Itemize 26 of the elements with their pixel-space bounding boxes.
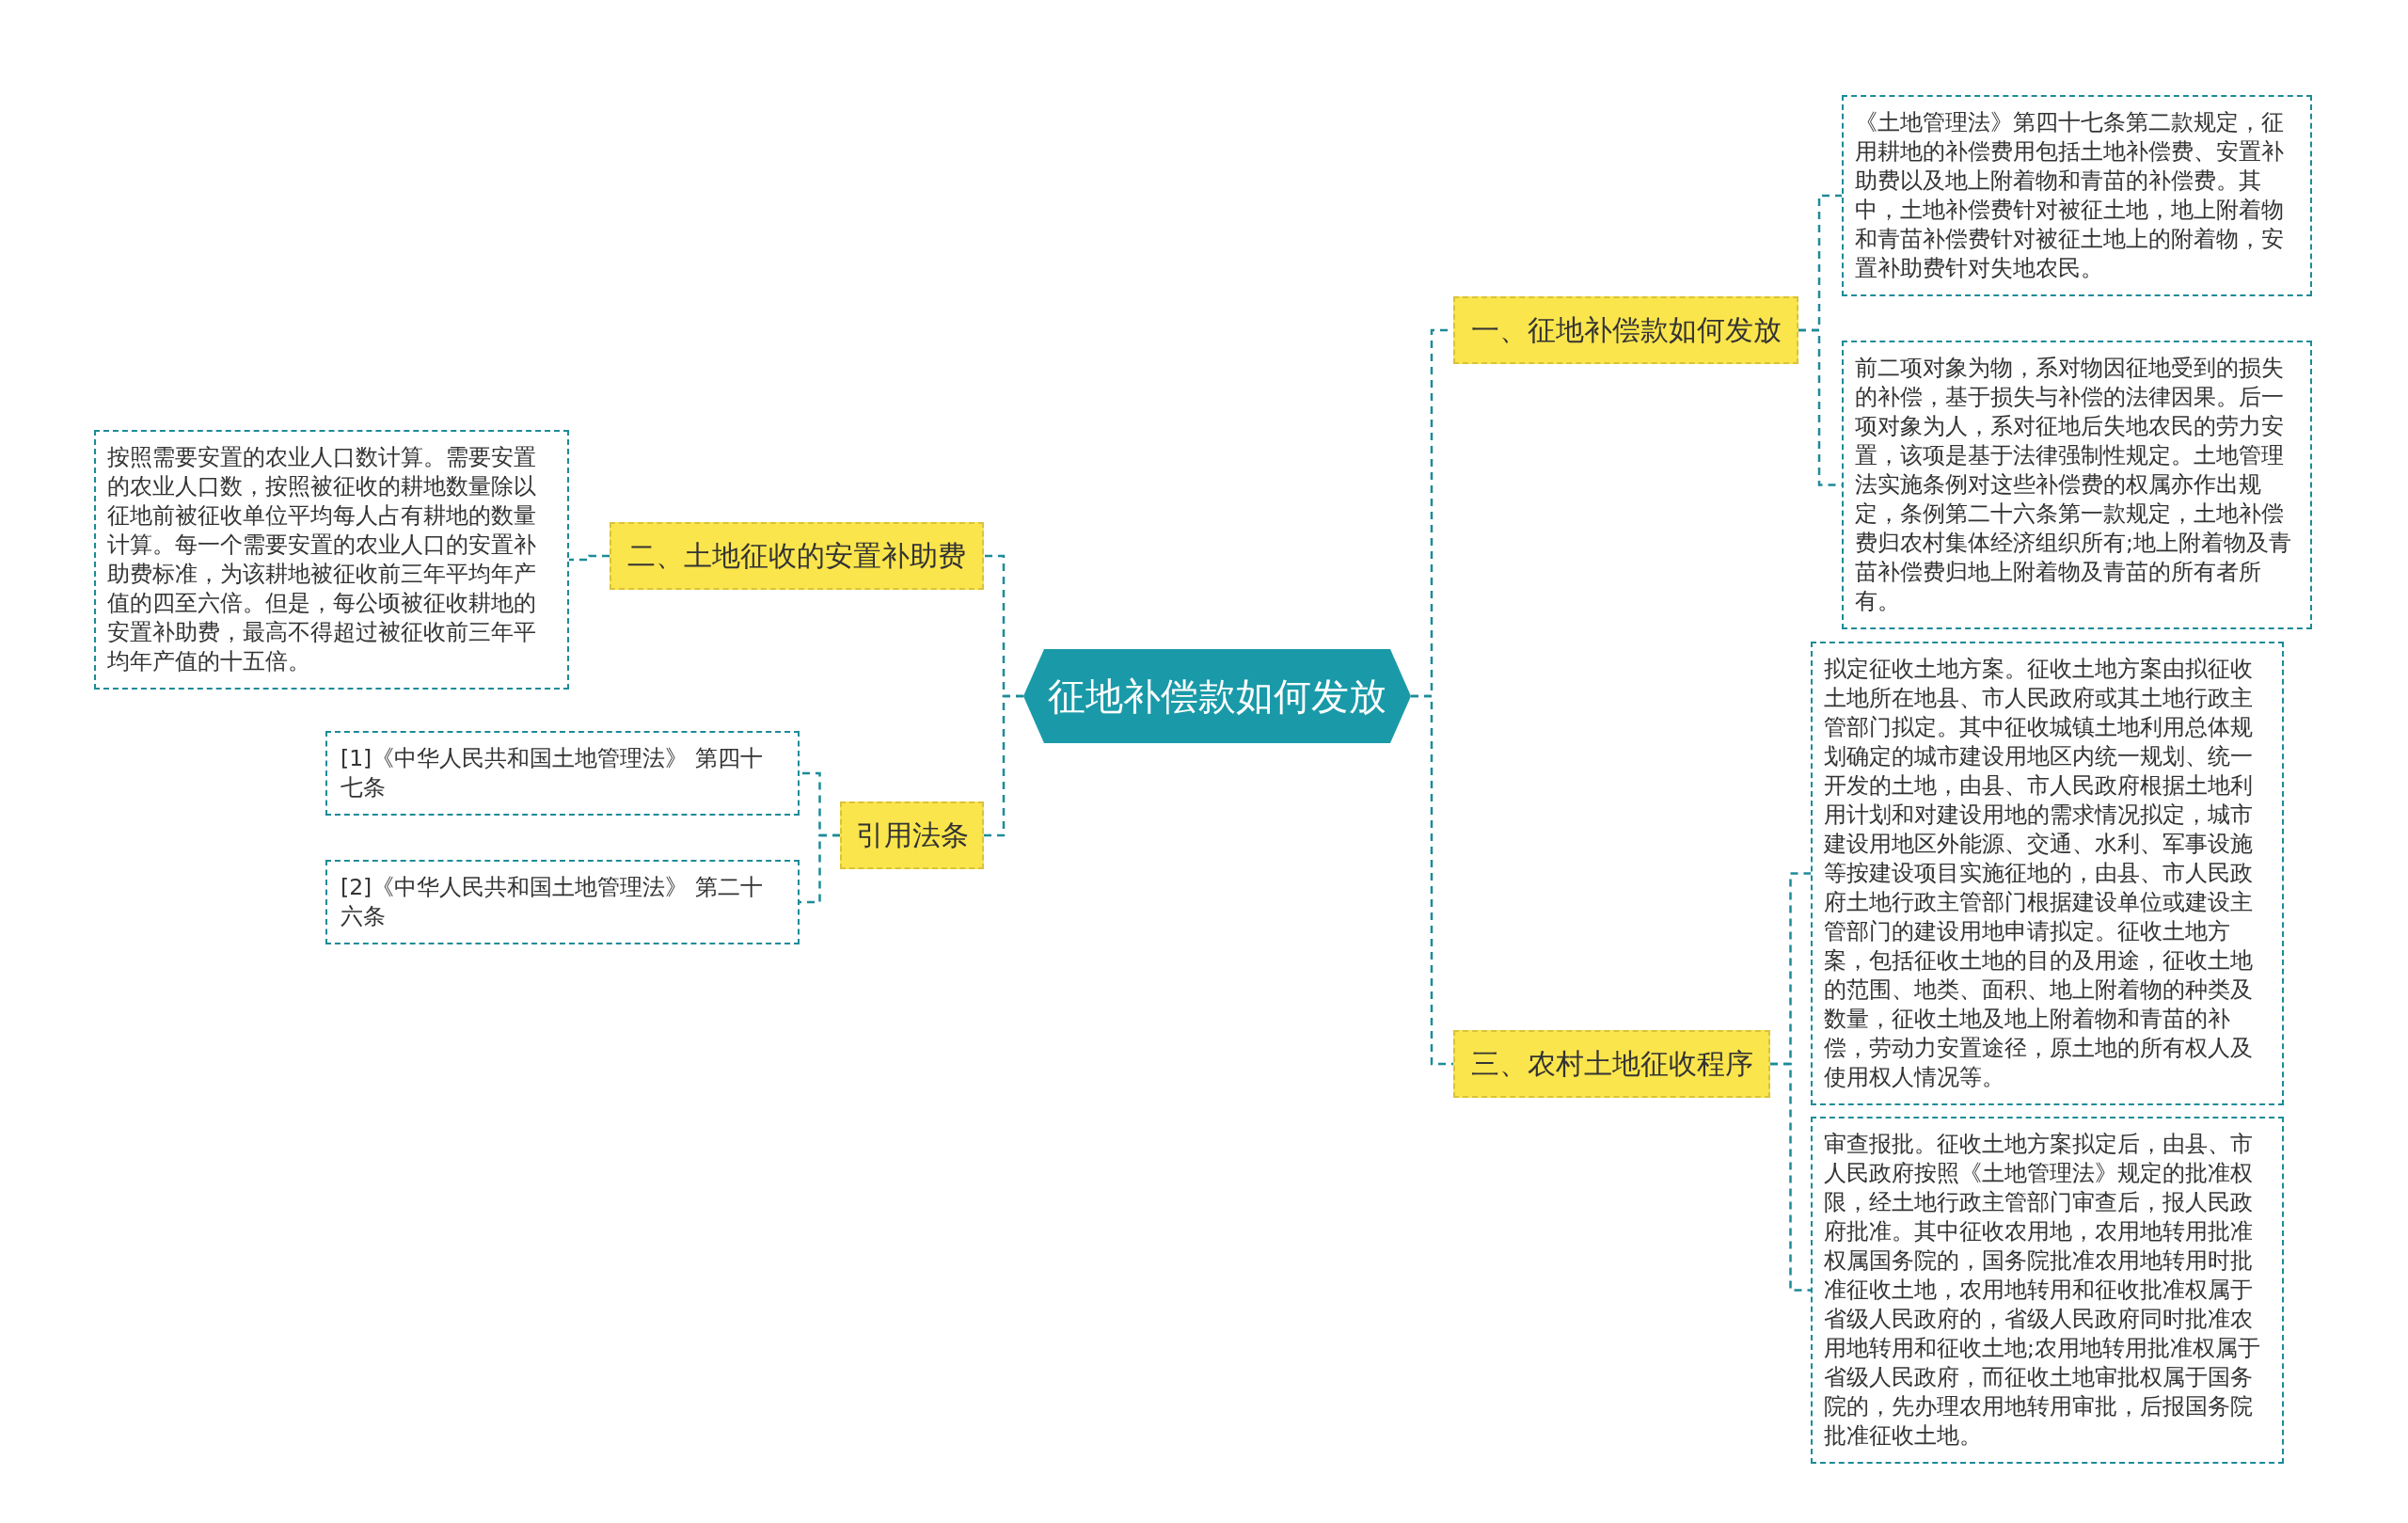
paragraph: 拟定征收土地方案。征收土地方案由拟征收土地所在地县、市人民政府或其土地行政主管部门拟定。其中征收城镇土地利用总体规划确定的城市建设用地区内统一规划、统一开发的土地，由县、市人民政府根据土地利用计划和对建设用地的需求情况拟定，城市建设用地区外能源、交通、水利、军事设施等按建设项目实施征地的，由县、市人民政府土地行政主管部门根据建设单位或建设主管部门的建设用地申请拟定。征收土地方案，包括征收土地的目的及用途，征收土地的范围、地类、面积、地上附着物的种类及数量，征收土地及地上附着物和青苗的补偿，劳动力安置途径，原土地的所有权人及使用权人情况等。: [1824, 655, 2254, 1092]
topic-label: 引用法条: [855, 817, 969, 853]
connector-line: [1770, 1062, 1811, 1292]
paragraph: 按照需要安置的农业人口数计算。需要安置的农业人口数，按照被征收的耕地数量除以征地前被征收单位平均每人占有耕地的数量计算。每一个需要安置的农业人口的安置补助费标准，为该耕地被征收前三年平均年产值的四至六倍。但是，每公顷被征收耕地的安置补助费，最高不得超过被征收前三年平均年产值的十五倍。: [107, 443, 537, 676]
text-card: [94, 430, 569, 690]
text-card: [1842, 95, 2312, 296]
connector-line: [569, 554, 610, 562]
topic-title: 征地补偿款如何发放: [1048, 673, 1386, 720]
paragraph: 前二项对象为物，系对物因征地受到的损失的补偿，基于损失与补偿的法律因果。后一项对象为人，系对征地后失地农民的劳力安置，该项是基于法律强制性规定。土地管理法实施条例对这些补偿费的权属亦作出规定，条例第二十六条第一款规定，土地补偿费归农村集体经济组织所有;地上附着物及青苗补偿费归地上附着物及青苗的所有者所有。: [1855, 354, 2292, 616]
central-topic: [1023, 649, 1411, 743]
reference-card: [325, 860, 800, 944]
paragraph: 审查报批。征收土地方案拟定后，由县、市人民政府按照《土地管理法》规定的批准权限，经土地行政主管部门审查后，报人民政府批准。其中征收农用地，农用地转用批准权属国务院的，国务院批准农用地转用时批准征收土地，农用地转用和征收批准权属于省级人民政府的，省级人民政府同时批准农用地转用和征收土地;农用地转用批准权属于省级人民政府，而征收土地审批权属于国务院的，先办理农用地转用审批，后报国务院批准征收土地。: [1824, 1130, 2261, 1451]
topic-box: [1453, 296, 1798, 364]
topic-label: 一、征地补偿款如何发放: [1470, 311, 1782, 348]
topic-label: 三、农村土地征收程序: [1470, 1045, 1753, 1082]
reference-card: [325, 731, 800, 816]
connector-line: [984, 694, 1023, 837]
topic-box: [1453, 1030, 1770, 1098]
topic-box: [610, 522, 984, 590]
paragraph: 《土地管理法》第四十七条第二款规定，征用耕地的补偿费用包括土地补偿费、安置补助费以及地上附着物和青苗的补偿费。其中，土地补偿费针对被征土地，地上附着物和青苗补偿费针对被征土地上的附着物，安置补助费针对失地农民。: [1855, 108, 2285, 283]
paragraph: [2]《中华人民共和国土地管理法》 第二十六条: [341, 873, 764, 931]
paragraph: [1]《中华人民共和国土地管理法》 第四十七条: [341, 744, 764, 802]
connector-line: [1411, 694, 1453, 1066]
topic-label: 二、土地征收的安置补助费: [627, 537, 966, 574]
text-card: [1842, 341, 2312, 629]
topic-box: [840, 801, 984, 869]
